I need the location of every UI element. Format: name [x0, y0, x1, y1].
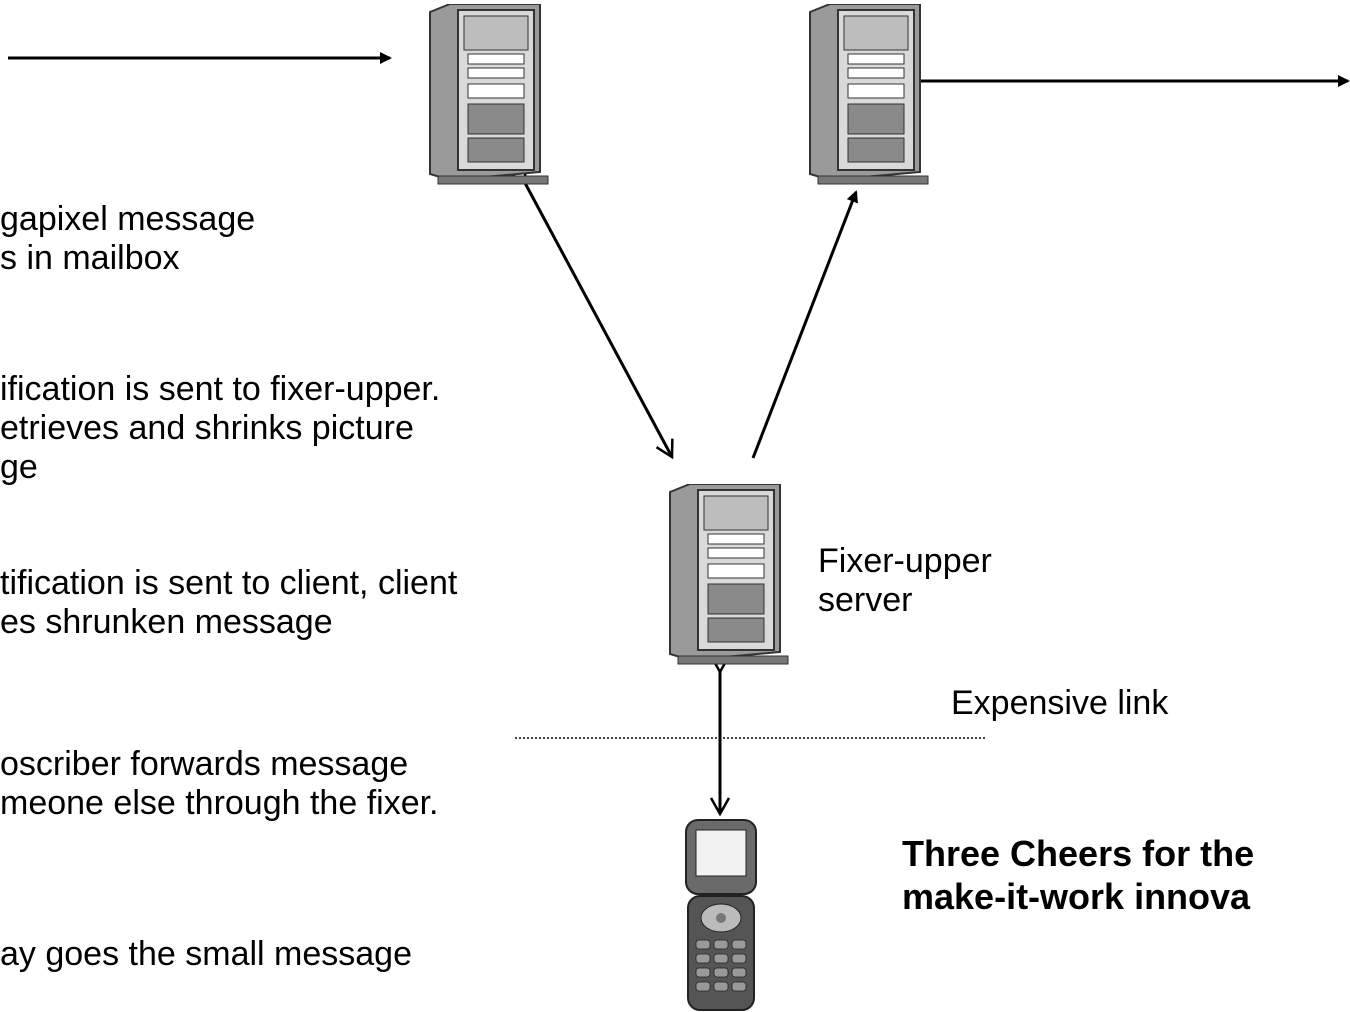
- fixer-upper-label: Fixer-upper server: [818, 542, 992, 620]
- step-line: es shrunken message: [0, 603, 333, 641]
- fixer-forward-arrow: [751, 190, 858, 459]
- flip-phone-icon: [685, 819, 757, 1011]
- step-line: oscriber forwards message: [0, 745, 409, 783]
- step-line: tification is sent to client, client: [0, 564, 458, 602]
- step-5-text: ay goes the small message: [0, 935, 412, 974]
- step-4-text: oscriber forwards message meone else thr…: [0, 745, 439, 823]
- step-line: gapixel message: [0, 200, 256, 238]
- step-line: ge: [0, 448, 38, 486]
- cheers-line: make-it-work innova: [902, 876, 1251, 917]
- fixer-label-line: Fixer-upper: [818, 542, 992, 580]
- step-line: s in mailbox: [0, 239, 180, 277]
- fixer-label-line: server: [818, 581, 913, 619]
- server-tower-icon: [669, 484, 789, 665]
- server-tower-icon: [429, 4, 549, 185]
- cheers-caption: Three Cheers for the make-it-work innova: [902, 832, 1254, 918]
- cheers-line: Three Cheers for the: [902, 833, 1255, 874]
- step-2-text: ification is sent to fixer-upper. etriev…: [0, 370, 440, 487]
- server-tower-icon: [809, 4, 929, 185]
- mailbox-fixer-arrow: [508, 164, 674, 460]
- step-3-text: tification is sent to client, client es …: [0, 564, 457, 642]
- step-line: ay goes the small message: [0, 935, 412, 973]
- step-line: ification is sent to fixer-upper.: [0, 370, 441, 408]
- step-line: meone else through the fixer.: [0, 784, 439, 822]
- step-1-text: gapixel message s in mailbox: [0, 200, 255, 278]
- expensive-link-label: Expensive link: [951, 684, 1169, 722]
- step-line: etrieves and shrinks picture: [0, 409, 414, 447]
